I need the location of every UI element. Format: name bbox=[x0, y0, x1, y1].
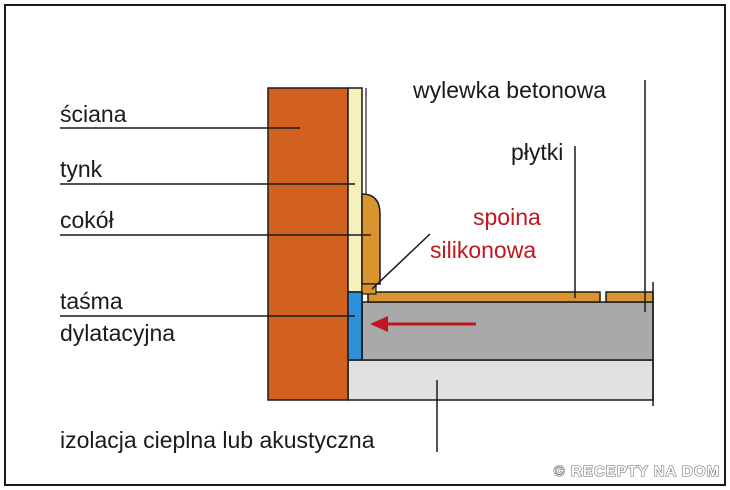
label-plytki: płytki bbox=[511, 139, 563, 165]
silicone-joint bbox=[361, 283, 377, 295]
label-cokol: cokół bbox=[60, 207, 114, 233]
tile-2 bbox=[605, 291, 654, 303]
label-spoina-line1: spoina bbox=[473, 204, 541, 230]
label-tynk: tynk bbox=[60, 156, 103, 182]
label-tasma-line1: taśma bbox=[60, 288, 123, 314]
label-wylewka: wylewka betonowa bbox=[412, 77, 606, 103]
watermark: © RECEPTY NA DOM bbox=[554, 463, 720, 480]
tile-1 bbox=[367, 291, 601, 303]
label-spoina-line2: silikonowa bbox=[430, 237, 536, 263]
arrow-left-icon bbox=[370, 316, 476, 332]
leader-spoina bbox=[371, 233, 431, 290]
brick-wall bbox=[267, 87, 349, 401]
insulation-layer bbox=[347, 359, 654, 401]
plaster-layer bbox=[347, 87, 363, 293]
label-sciana: ściana bbox=[60, 101, 127, 127]
concrete-screed bbox=[361, 301, 654, 361]
dilatation-tape bbox=[347, 291, 363, 361]
label-tasma-line2: dylatacyjna bbox=[60, 320, 175, 346]
label-izolacja: izolacja cieplna lub akustyczna bbox=[60, 427, 375, 453]
skirting-board bbox=[361, 193, 381, 285]
